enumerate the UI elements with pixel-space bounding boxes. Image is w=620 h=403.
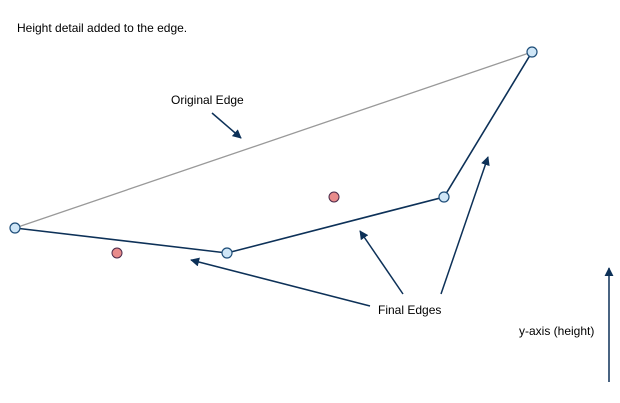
final-edges-polyline [14, 51, 533, 254]
vertex-marker [526, 46, 538, 58]
y-axis-label: y-axis (height) [519, 324, 594, 338]
vertex-marker [9, 222, 21, 234]
diagram-caption: Height detail added to the edge. [17, 21, 187, 35]
final-edges-arrow-left [190, 257, 371, 307]
final-edges-arrow-right [440, 156, 490, 295]
original-edge-label: Original Edge [171, 93, 244, 107]
original-edge-arrow [211, 112, 242, 139]
midpoint-marker [111, 247, 123, 259]
midpoint-marker [328, 191, 340, 203]
vertex-marker [438, 191, 450, 203]
vertex-marker [221, 247, 233, 259]
final-edges-label: Final Edges [378, 303, 441, 317]
original-edge-line [14, 51, 533, 229]
final-edges-arrow-middle [359, 230, 404, 295]
